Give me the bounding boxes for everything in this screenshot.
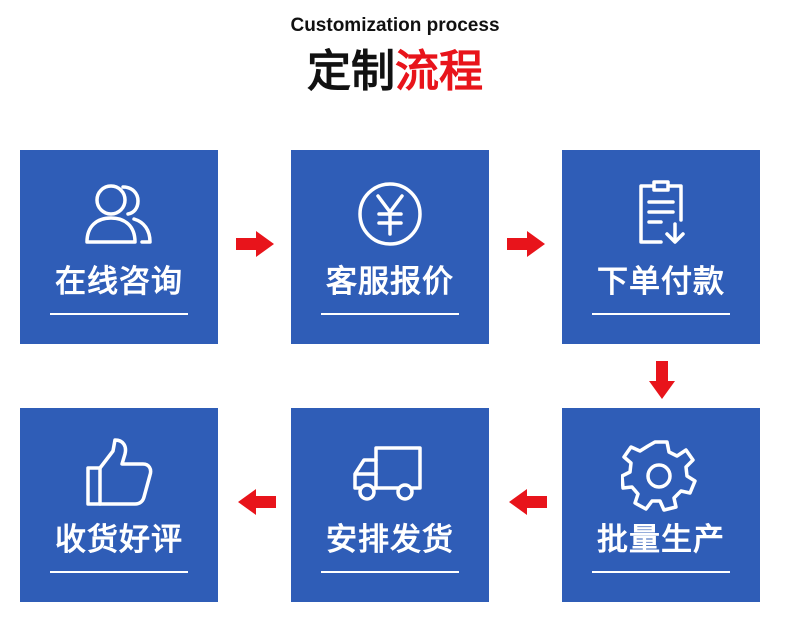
arrow-left-icon [238,489,276,515]
step-mass-production: 批量生产 [562,408,760,602]
label-underline [321,571,459,573]
yen-coin-icon [350,176,430,256]
page-title: 定制流程 [0,45,790,99]
step-order-payment: 下单付款 [562,150,760,344]
label-underline [592,313,730,315]
title-part-1: 定制 [307,46,395,97]
step-label: 批量生产 [597,522,725,558]
step-shipping: 安排发货 [291,408,489,602]
subtitle: Customization process [290,15,500,36]
arrow-down-icon [649,361,675,399]
step-quote: 客服报价 [291,150,489,344]
step-label: 在线咨询 [55,264,183,300]
step-label: 客服报价 [326,264,454,300]
label-underline [321,313,459,315]
delivery-truck-icon [350,434,430,514]
label-underline [50,313,188,315]
title-part-2: 流程 [395,46,483,97]
step-label: 下单付款 [597,264,725,300]
step-label: 收货好评 [55,522,183,558]
arrow-right-icon [236,231,274,257]
gear-icon [621,434,701,514]
step-review: 收货好评 [20,408,218,602]
users-icon [79,176,159,256]
step-label: 安排发货 [326,522,454,558]
thumbs-up-icon [79,434,159,514]
clipboard-download-icon [621,176,701,256]
arrow-right-icon [507,231,545,257]
arrow-left-icon [509,489,547,515]
label-underline [592,571,730,573]
step-online-consult: 在线咨询 [20,150,218,344]
label-underline [50,571,188,573]
